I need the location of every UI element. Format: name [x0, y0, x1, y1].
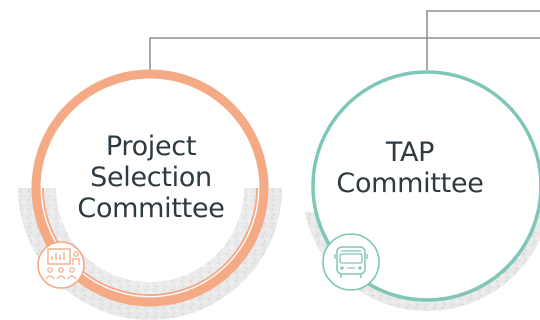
bus-icon: [322, 233, 380, 291]
tap-ring: [311, 70, 540, 302]
tap-label-line-1: TAP: [385, 137, 435, 168]
node-tap-committee: [304, 70, 540, 311]
psc-ring: [31, 69, 269, 307]
connector-line-lower: [149, 37, 540, 70]
connector-line-upper: [426, 10, 540, 70]
tap-committee-label: TAP Committee: [335, 137, 485, 199]
tap-shadow-band: [304, 212, 540, 311]
project-selection-committee-label: Project Selection Committee: [60, 131, 242, 224]
psc-label-line-2: Selection: [90, 162, 212, 193]
presentation-audience-icon: [37, 241, 85, 289]
tap-label-line-2: Committee: [336, 168, 484, 199]
node-project-selection-committee: [18, 69, 282, 320]
psc-inner-disc-top: [56, 94, 244, 282]
psc-label-line-3: Committee: [77, 193, 225, 224]
psc-shadow-inner: [44, 188, 256, 294]
psc-inner-thin-ring: [42, 188, 258, 296]
psc-label-line-1: Project: [105, 131, 197, 162]
